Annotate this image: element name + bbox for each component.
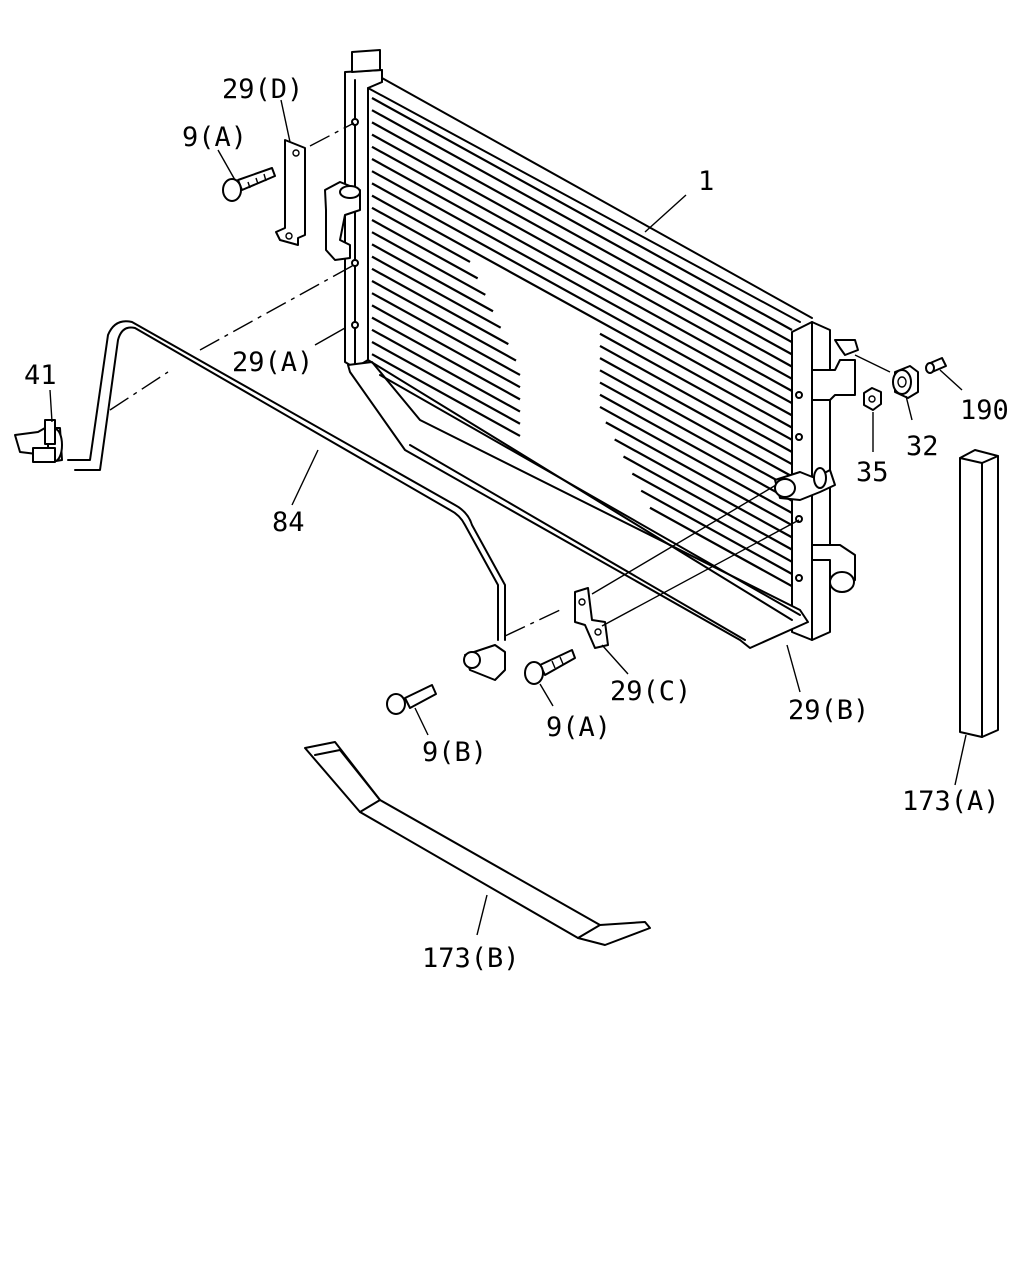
condenser-fin bbox=[371, 328, 521, 413]
part-labels: 1 29(D) 9(A) 29(A) 41 84 9(B) 9(A) 29(C)… bbox=[24, 74, 1009, 974]
condenser-fin bbox=[371, 158, 793, 392]
condenser-fin bbox=[371, 316, 521, 401]
condenser-fin bbox=[371, 206, 471, 263]
label-seal-173a: 173(A) bbox=[902, 786, 1000, 817]
label-nut-35: 35 bbox=[856, 457, 889, 488]
seal-173a bbox=[959, 449, 999, 738]
condenser-fin bbox=[371, 194, 793, 429]
condenser-fin bbox=[599, 344, 793, 453]
inlet-fitting bbox=[324, 181, 361, 261]
bracket-29c bbox=[574, 587, 609, 649]
seal-173b bbox=[304, 741, 651, 946]
assembly-lines bbox=[109, 122, 891, 637]
leader-lines bbox=[49, 99, 967, 936]
condenser-fin bbox=[631, 472, 793, 563]
label-bracket-29b: 29(B) bbox=[788, 695, 869, 726]
label-pipe-84: 84 bbox=[272, 507, 305, 538]
bolt-9b bbox=[386, 684, 437, 715]
bolt-9a-top bbox=[222, 167, 276, 202]
label-seal-173b: 173(B) bbox=[422, 943, 520, 974]
label-bracket-29d: 29(D) bbox=[222, 74, 303, 105]
label-cushion-32: 32 bbox=[906, 431, 939, 462]
condenser-fin bbox=[371, 182, 793, 417]
label-bolt-9b: 9(B) bbox=[422, 737, 487, 768]
condenser-fin bbox=[371, 304, 521, 389]
condenser-fin bbox=[371, 97, 793, 331]
condenser-fin bbox=[371, 145, 793, 380]
condenser-fin bbox=[599, 381, 793, 490]
condenser-fin bbox=[371, 243, 494, 313]
condenser-fin bbox=[371, 255, 502, 329]
condenser-fin bbox=[599, 393, 793, 502]
condenser-fin bbox=[622, 455, 793, 551]
condenser-fin bbox=[371, 121, 793, 356]
nut-35 bbox=[863, 387, 882, 411]
condenser-fin bbox=[371, 353, 521, 437]
condenser-fin bbox=[371, 231, 486, 296]
condenser-fin bbox=[614, 438, 793, 539]
label-bracket-29c: 29(C) bbox=[610, 676, 691, 707]
bracket-29d bbox=[275, 139, 306, 246]
condenser-fin bbox=[371, 133, 793, 368]
label-bracket-29a: 29(A) bbox=[232, 347, 313, 378]
condenser-fin bbox=[599, 357, 793, 466]
pin-190 bbox=[925, 357, 947, 374]
condenser-fin bbox=[371, 267, 509, 346]
bolt-9a-bottom bbox=[524, 649, 576, 685]
condenser-fin bbox=[371, 109, 793, 344]
condenser-fin bbox=[371, 292, 521, 376]
condenser-fin bbox=[371, 170, 793, 405]
condenser-fin bbox=[605, 421, 793, 527]
cushion-32 bbox=[892, 365, 919, 399]
condenser-fin bbox=[599, 369, 793, 478]
condenser-fins bbox=[371, 97, 793, 588]
condenser-fin bbox=[640, 489, 793, 575]
label-pin-190: 190 bbox=[960, 395, 1009, 426]
pipe-84 bbox=[14, 320, 506, 681]
label-condenser: 1 bbox=[698, 166, 714, 197]
condenser-frame bbox=[344, 49, 831, 649]
condenser-fin bbox=[371, 341, 521, 425]
label-bolt-9a-top: 9(A) bbox=[182, 122, 247, 153]
condenser-fin bbox=[599, 405, 793, 514]
condenser-fin bbox=[371, 280, 517, 362]
label-bolt-9a-bottom: 9(A) bbox=[546, 712, 611, 743]
condenser-fin bbox=[371, 219, 479, 280]
label-clip-41: 41 bbox=[24, 360, 57, 391]
condenser-fin bbox=[599, 332, 793, 441]
condenser-fin bbox=[649, 506, 793, 588]
